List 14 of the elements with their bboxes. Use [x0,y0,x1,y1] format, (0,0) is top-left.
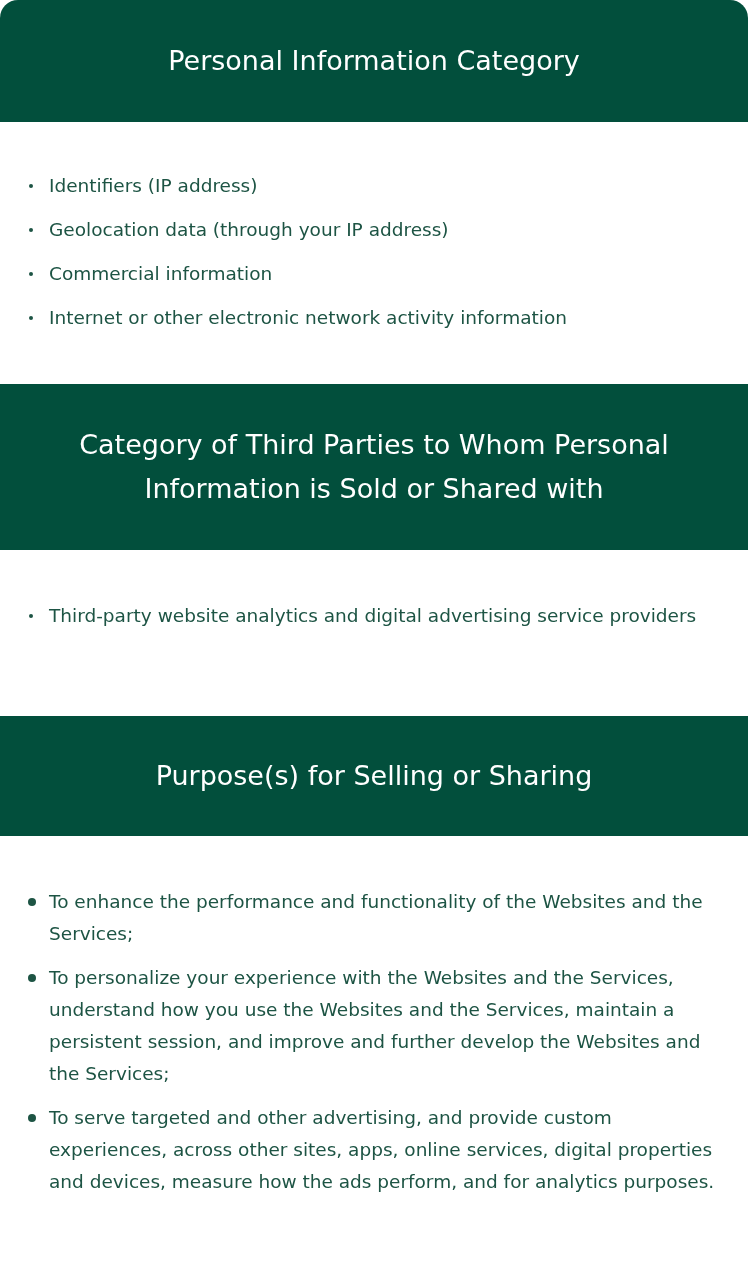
section-header-band [0,716,748,836]
section-heading: Personal Information Category [167,44,581,78]
list-item: Third-party website analytics and digital advertising service providers [26,600,716,632]
list-item: To enhance the performance and functionality of the Websites and the Services; [26,886,716,950]
section-header-band [0,384,748,550]
list-item: Commercial information [26,258,716,290]
list-item: To personalize your experience with the Websites and the Services, understand how you use the Websites and the Services, maintain a persistent session, and improve and further develop the Websites and the Services; [26,962,716,1090]
list-item: Identifiers (IP address) [26,170,716,202]
section-header-band [0,0,748,122]
list-item: Geolocation data (through your IP address) [26,214,716,246]
list-item: To serve targeted and other advertising, and provide custom experiences, across other sites, apps, online services, digital properties and devices, measure how the ads perform, and for analytics purposes. [26,1102,716,1198]
list-item: Internet or other electronic network activity information [26,302,716,334]
section-heading: Category of Third Parties to Whom Personal Information is Sold or Shared with [78,428,670,506]
section-heading: Purpose(s) for Selling or Sharing [154,759,594,793]
